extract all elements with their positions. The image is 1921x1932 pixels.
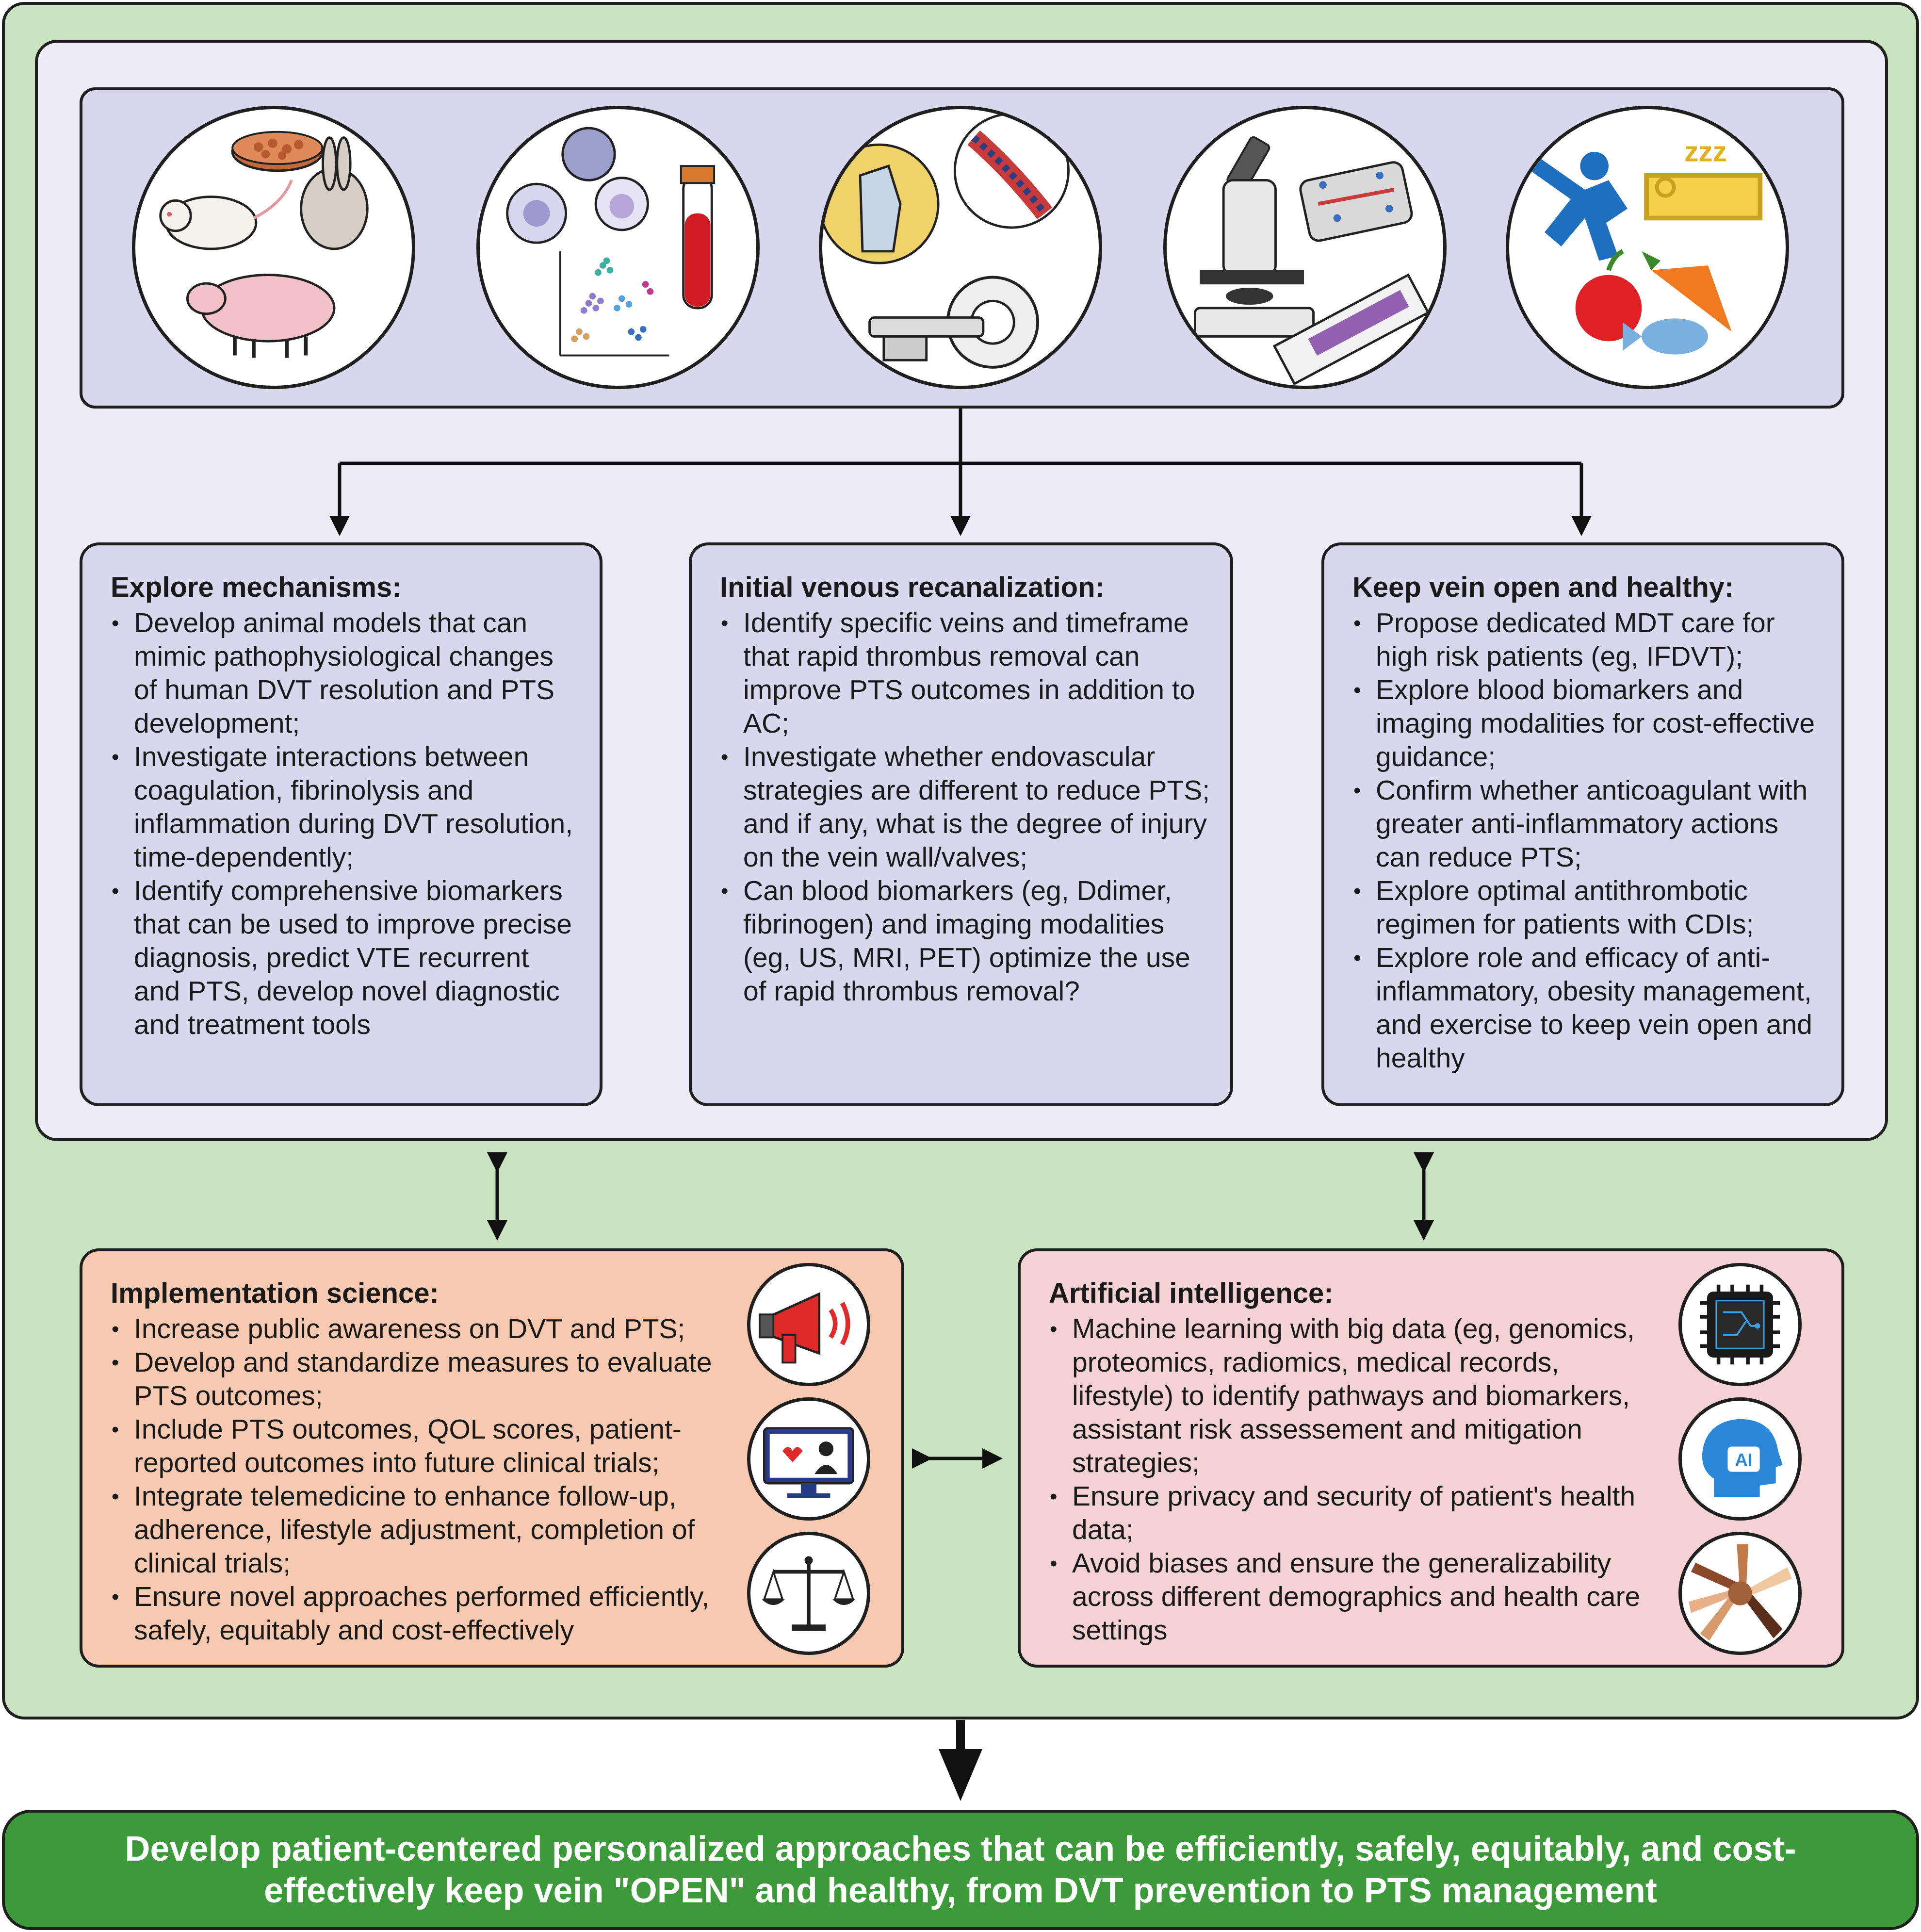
implementation-item: Develop and standardize measures to eval… <box>111 1346 727 1413</box>
svg-text:zzz: zzz <box>1684 136 1727 167</box>
keep-open-item: Explore blood biomarkers and imaging mod… <box>1352 673 1822 774</box>
keep-open-item: Confirm whether anticoagulant with great… <box>1352 774 1822 874</box>
conclusion-banner: Develop patient-centered personalized ap… <box>2 1810 1919 1930</box>
keep-open-item: Propose dedicated MDT care for high risk… <box>1352 606 1822 673</box>
recanalization-box: Initial venous recanalization: Identify … <box>689 542 1233 1106</box>
lifestyle-icon: zzz <box>1506 106 1789 389</box>
megaphone-icon <box>747 1263 870 1386</box>
implementation-item: Ensure novel approaches performed effici… <box>111 1580 727 1647</box>
keep-open-item: Explore optimal antithrombotic regimen f… <box>1352 874 1822 941</box>
conclusion-text: Develop patient-centered personalized ap… <box>125 1830 1796 1910</box>
ai-item: Avoid biases and ensure the generalizabi… <box>1049 1547 1667 1647</box>
mechanisms-item: Investigate interactions between coagula… <box>111 740 580 874</box>
microscope-icon <box>1163 106 1447 389</box>
keep-open-title: Keep vein open and healthy: <box>1352 572 1734 603</box>
imaging-icon <box>819 106 1102 389</box>
mechanisms-item: Develop animal models that can mimic pat… <box>111 606 580 740</box>
recanalization-item: Identify specific veins and timeframe th… <box>720 606 1211 740</box>
recanalization-item: Investigate whether endovascular strateg… <box>720 740 1211 874</box>
recanalization-item: Can blood biomarkers (eg, Ddimer, fibrin… <box>720 874 1211 1008</box>
telemedicine-icon <box>747 1397 870 1521</box>
ai-item: Machine learning with big data (eg, geno… <box>1049 1312 1667 1480</box>
implementation-item: Increase public awareness on DVT and PTS… <box>111 1312 727 1346</box>
ai-head-icon: AI <box>1678 1397 1802 1521</box>
implementation-item: Integrate telemedicine to enhance follow… <box>111 1480 727 1580</box>
implementation-box: Implementation science: Increase public … <box>80 1248 904 1668</box>
implementation-title: Implementation science: <box>111 1277 439 1309</box>
mechanisms-box: Explore mechanisms: Develop animal model… <box>80 542 602 1106</box>
keep-open-box: Keep vein open and healthy: Propose dedi… <box>1321 542 1844 1106</box>
ai-chip-label: AI <box>1735 1450 1753 1470</box>
mechanisms-item: Identify comprehensive biomarkers that c… <box>111 874 580 1042</box>
blood-cells-icon <box>476 106 760 389</box>
implementation-item: Include PTS outcomes, QOL scores, patien… <box>111 1413 727 1480</box>
hands-icon <box>1678 1532 1802 1655</box>
chip-icon <box>1678 1263 1802 1386</box>
scales-icon <box>747 1532 870 1655</box>
ai-title: Artificial intelligence: <box>1049 1277 1334 1309</box>
mechanisms-title: Explore mechanisms: <box>111 572 402 603</box>
animal-models-icon <box>132 106 415 389</box>
keep-open-item: Explore role and efficacy of anti-inflam… <box>1352 941 1822 1075</box>
recanalization-title: Initial venous recanalization: <box>720 572 1105 603</box>
ai-item: Ensure privacy and security of patient's… <box>1049 1480 1667 1547</box>
